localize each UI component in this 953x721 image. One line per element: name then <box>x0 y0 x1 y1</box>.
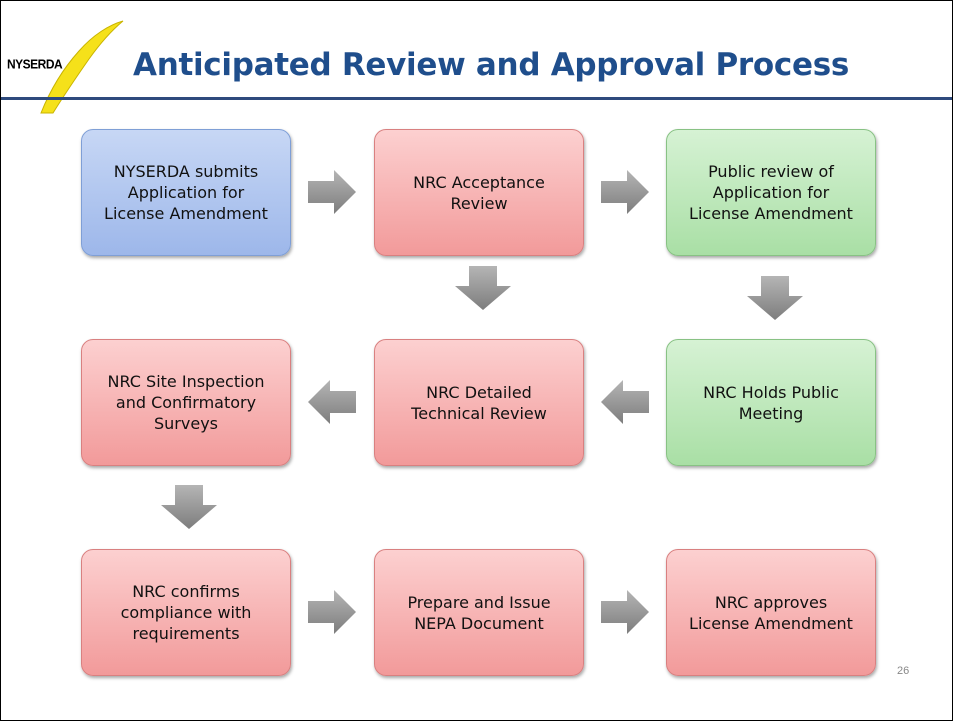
step-prepare-nepa-document: Prepare and Issue NEPA Document <box>374 549 584 676</box>
nyserda-logo: NYSERDA <box>1 1 141 121</box>
arrow-left-icon <box>601 380 649 424</box>
arrow-right-icon <box>601 590 649 634</box>
arrow-right-icon <box>308 590 356 634</box>
step-nrc-public-meeting: NRC Holds Public Meeting <box>666 339 876 466</box>
title-divider <box>1 97 952 100</box>
step-nrc-site-inspection: NRC Site Inspection and Confirmatory Sur… <box>81 339 291 466</box>
step-nrc-confirms-compliance: NRC confirms compliance with requirement… <box>81 549 291 676</box>
arrow-down-icon <box>161 485 217 529</box>
step-nrc-detailed-technical-review: NRC Detailed Technical Review <box>374 339 584 466</box>
logo-text: NYSERDA <box>7 56 63 72</box>
page-number: 26 <box>897 665 910 677</box>
arrow-down-icon <box>747 276 803 320</box>
step-nyserda-submits: NYSERDA submits Application for License … <box>81 129 291 256</box>
logo-swoosh-icon <box>40 20 124 114</box>
arrow-down-icon <box>455 266 511 310</box>
page-title: Anticipated Review and Approval Process <box>133 47 850 83</box>
arrow-left-icon <box>308 380 356 424</box>
step-nrc-acceptance-review: NRC Acceptance Review <box>374 129 584 256</box>
arrow-right-icon <box>308 170 356 214</box>
step-nrc-approves-amendment: NRC approves License Amendment <box>666 549 876 676</box>
step-public-review: Public review of Application for License… <box>666 129 876 256</box>
arrow-right-icon <box>601 170 649 214</box>
